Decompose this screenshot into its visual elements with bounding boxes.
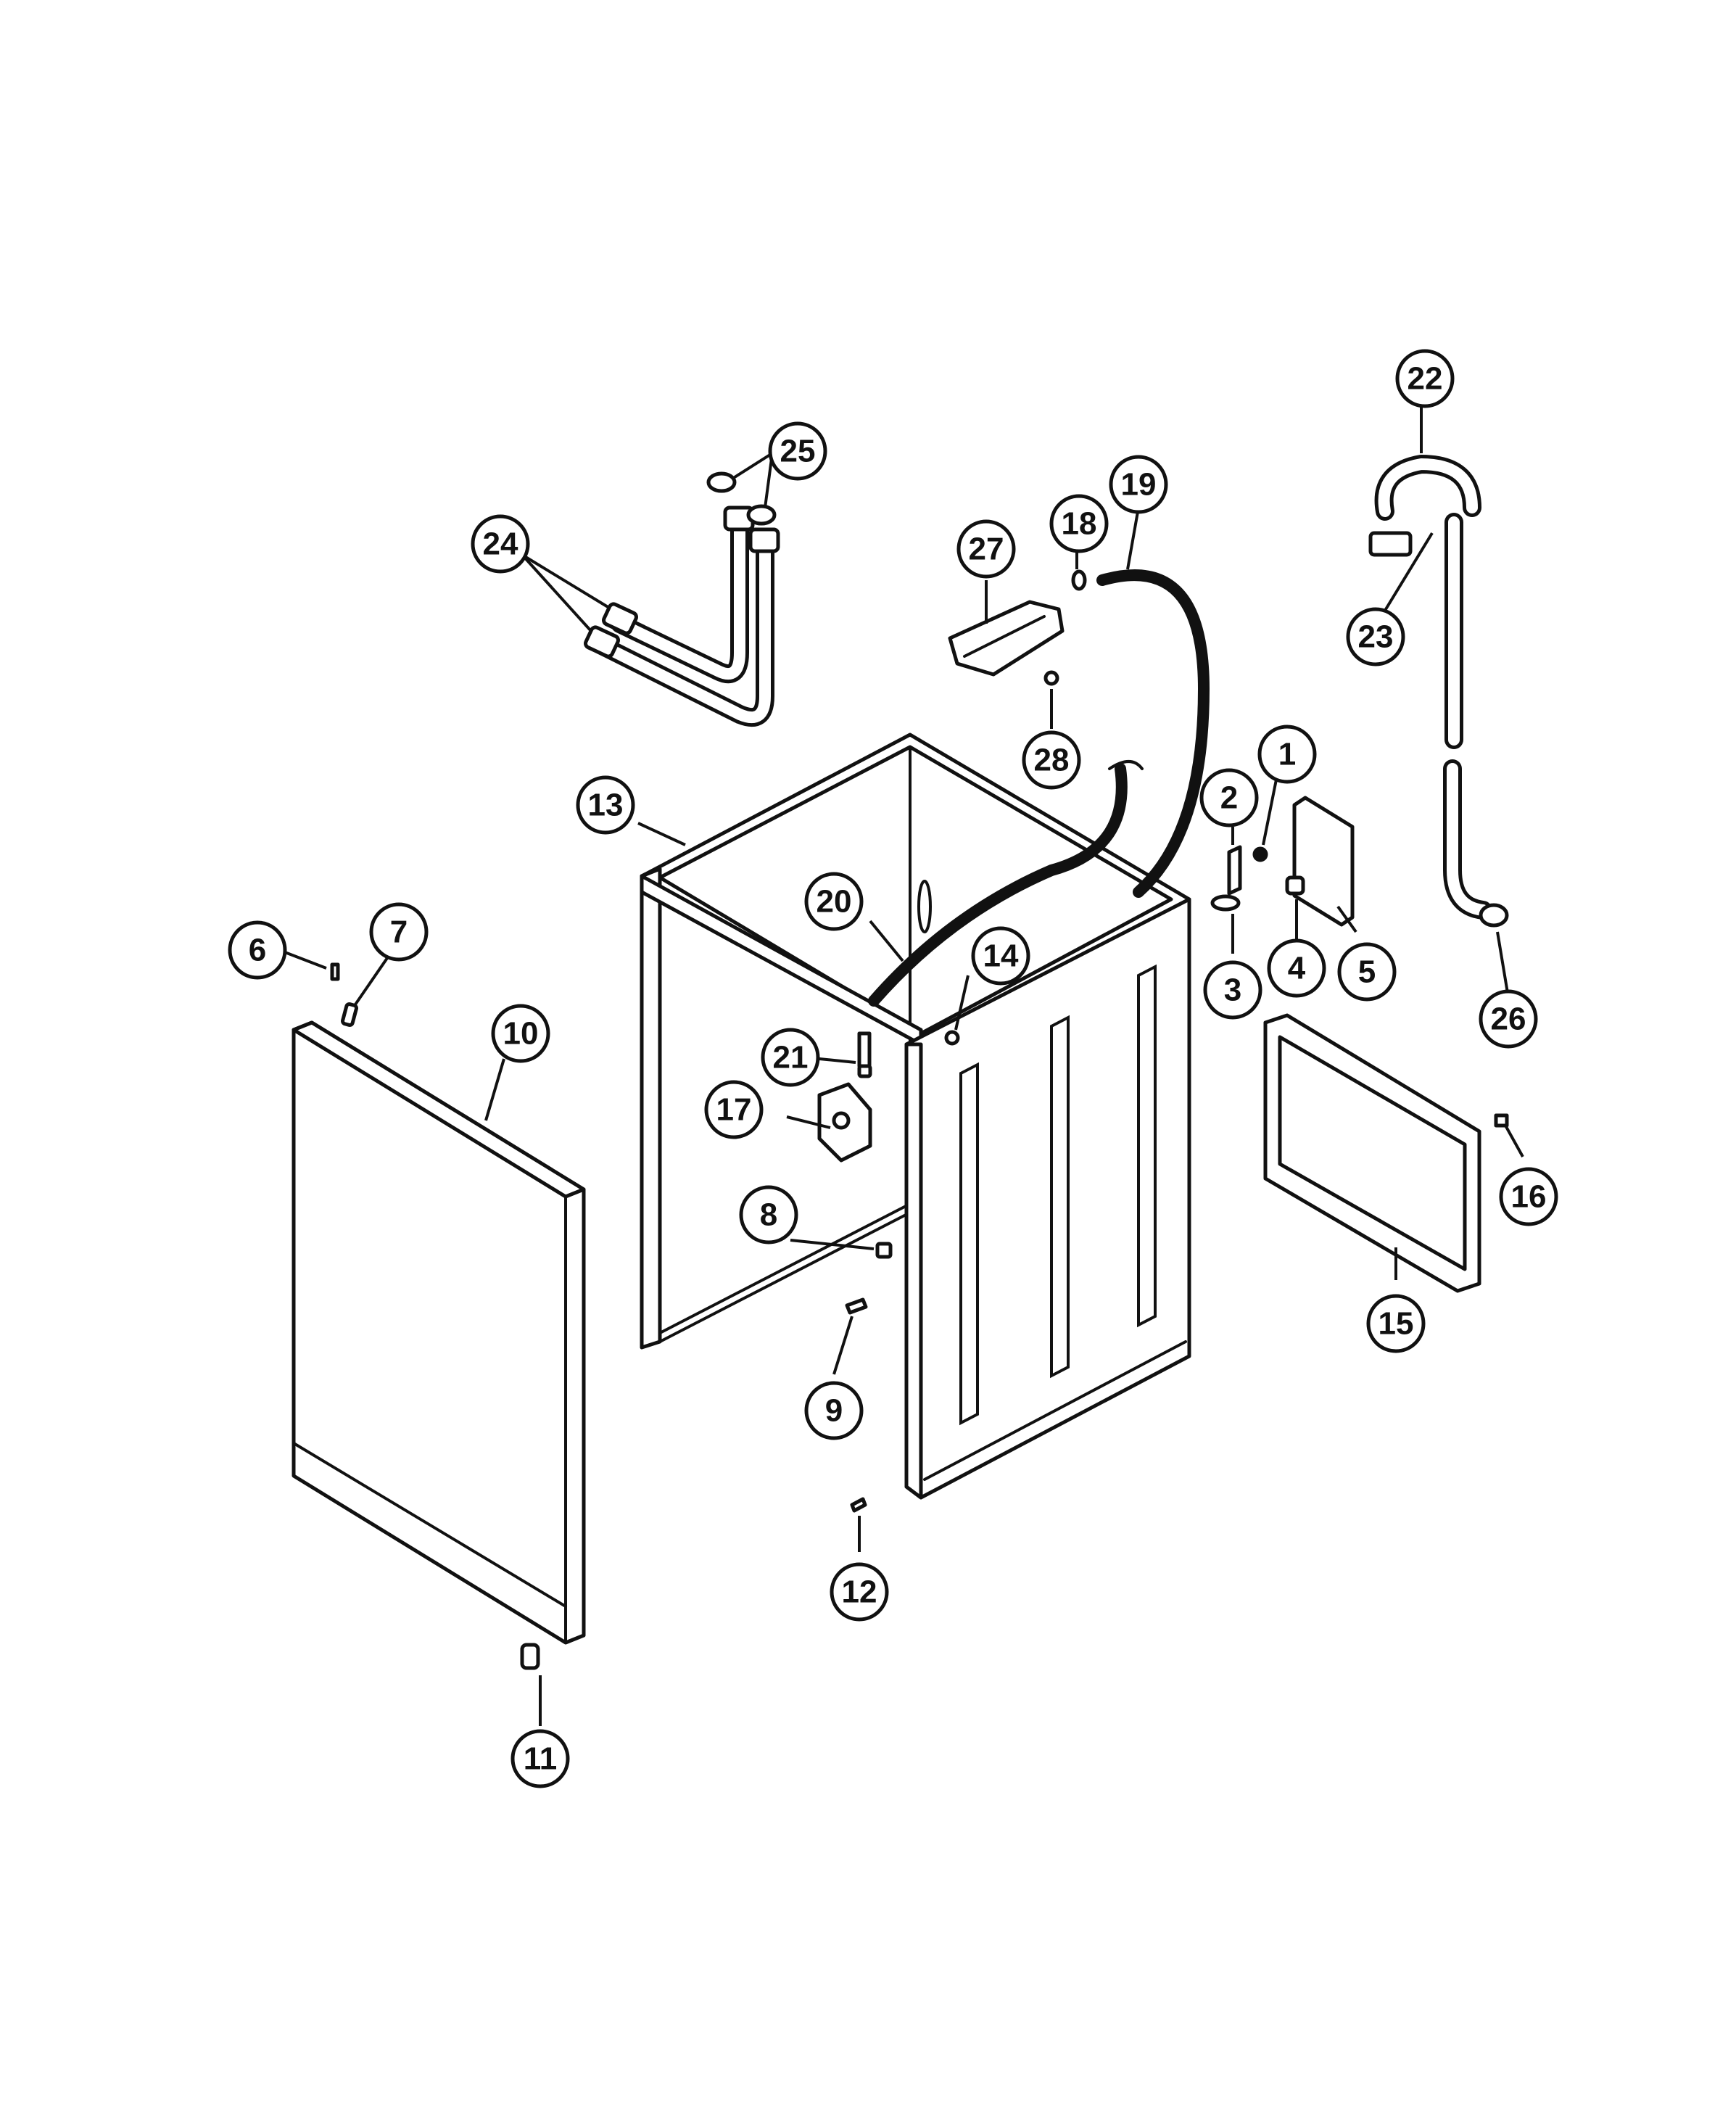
hose-washers: [706, 471, 777, 526]
callout-15: 15: [1366, 1294, 1426, 1353]
callout-6: 6: [228, 920, 287, 980]
callout-3: 3: [1203, 960, 1262, 1020]
bracket: [948, 600, 1065, 677]
callout-24-label: 24: [483, 527, 518, 562]
callout-7: 7: [369, 902, 429, 962]
callout-27: 27: [956, 519, 1016, 579]
callout-11-label: 11: [524, 1741, 558, 1777]
callout-28-label: 28: [1034, 743, 1070, 778]
callout-17: 17: [704, 1080, 764, 1139]
callout-1: 1: [1257, 725, 1317, 784]
callout-21: 21: [761, 1028, 820, 1087]
callout-14-label: 14: [983, 938, 1019, 974]
callout-4: 4: [1267, 938, 1326, 998]
callout-6-label: 6: [249, 933, 266, 968]
drain-hose: [1368, 455, 1509, 928]
callout-5-label: 5: [1358, 954, 1376, 990]
callout-26-label: 26: [1491, 1002, 1526, 1037]
callout-22-label: 22: [1408, 361, 1443, 397]
pad: [1292, 796, 1355, 927]
callout-9: 9: [804, 1381, 864, 1440]
callout-23: 23: [1346, 607, 1405, 666]
callout-18: 18: [1049, 494, 1109, 553]
callout-15-label: 15: [1379, 1306, 1414, 1342]
callout-25-label: 25: [780, 434, 816, 469]
callout-20-label: 20: [817, 884, 852, 920]
inlet-hoses: [584, 505, 780, 727]
callout-24: 24: [471, 514, 530, 574]
callout-22: 22: [1395, 349, 1455, 408]
internal-hoses: [868, 569, 1210, 1007]
callout-14: 14: [971, 926, 1030, 986]
callout-16: 16: [1499, 1167, 1558, 1226]
callout-27-label: 27: [969, 532, 1004, 567]
callout-21-label: 21: [773, 1040, 809, 1076]
callout-7-label: 7: [390, 915, 408, 950]
callout-12: 12: [830, 1562, 889, 1622]
callout-5: 5: [1337, 942, 1397, 1002]
small-parts: [330, 569, 1509, 1670]
access-panel: [1263, 1013, 1481, 1293]
callout-10-label: 10: [503, 1016, 539, 1052]
callout-3-label: 3: [1224, 973, 1241, 1008]
callout-28: 28: [1022, 730, 1081, 790]
callout-20: 20: [804, 872, 864, 931]
callout-4-label: 4: [1288, 951, 1306, 986]
callout-10: 10: [491, 1004, 550, 1063]
front-panel: [292, 1020, 586, 1645]
callout-17-label: 17: [716, 1092, 752, 1128]
callout-19: 19: [1109, 455, 1168, 514]
callout-11: 11: [511, 1729, 570, 1788]
callout-18-label: 18: [1062, 506, 1097, 542]
callout-13: 13: [576, 775, 635, 835]
callout-23-label: 23: [1358, 619, 1394, 655]
callout-12-label: 12: [842, 1574, 877, 1610]
callout-25: 25: [768, 421, 827, 481]
callout-19-label: 19: [1121, 467, 1157, 503]
callout-13-label: 13: [588, 788, 624, 823]
callout-2-label: 2: [1220, 780, 1238, 816]
callout-8: 8: [739, 1185, 798, 1244]
callout-16-label: 16: [1511, 1179, 1547, 1215]
callout-8-label: 8: [760, 1197, 777, 1233]
valve: [817, 1031, 872, 1163]
callout-1-label: 1: [1278, 737, 1296, 772]
cabinet-frame: [640, 732, 1191, 1500]
callout-26: 26: [1479, 989, 1538, 1049]
callout-9-label: 9: [825, 1393, 843, 1429]
callout-2: 2: [1199, 768, 1259, 827]
